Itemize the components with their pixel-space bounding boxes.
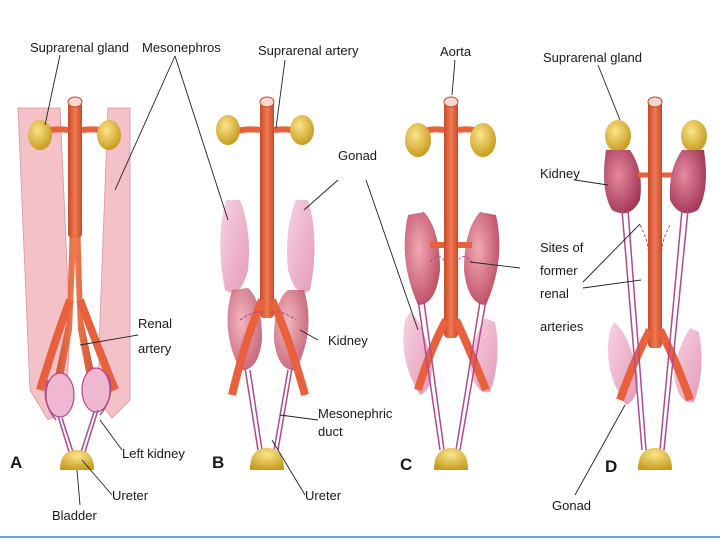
kidney-left xyxy=(604,150,641,213)
suprarenal-gland-right xyxy=(681,120,707,152)
label-d-sites-1: Sites of xyxy=(540,240,584,255)
label-a-mesonephros: Mesonephros xyxy=(142,40,221,55)
label-b-suprarenal-artery: Suprarenal artery xyxy=(258,43,359,58)
label-d-suprarenal-gland: Suprarenal gland xyxy=(543,50,642,65)
suprarenal-gland-left xyxy=(605,120,631,152)
bladder xyxy=(638,448,672,470)
label-d-sites-4: arteries xyxy=(540,319,584,334)
aorta-cap xyxy=(444,97,458,107)
label-d-sites-2: former xyxy=(540,263,578,278)
aorta-trunk xyxy=(648,98,662,348)
suprarenal-gland-left xyxy=(28,120,52,150)
bladder xyxy=(434,448,468,470)
aorta-trunk xyxy=(68,98,82,238)
label-b-mesonephric: Mesonephric xyxy=(318,406,393,421)
label-a-renal: Renal xyxy=(138,316,172,331)
label-a-artery: artery xyxy=(138,341,172,356)
panel-a xyxy=(18,97,130,470)
label-b-kidney: Kidney xyxy=(328,333,368,348)
label-a-suprarenal-gland: Suprarenal gland xyxy=(30,40,129,55)
panel-c xyxy=(403,97,499,470)
label-b-duct: duct xyxy=(318,424,343,439)
panel-letter-b: B xyxy=(212,453,224,472)
kidney-left xyxy=(405,212,440,305)
label-a-bladder: Bladder xyxy=(52,508,97,523)
label-c-aorta: Aorta xyxy=(440,44,472,59)
panel-d xyxy=(604,97,707,470)
label-a-left-kidney: Left kidney xyxy=(122,446,185,461)
panel-letter-c: C xyxy=(400,455,412,474)
suprarenal-gland-left xyxy=(405,123,431,157)
suprarenal-gland-right xyxy=(290,115,314,145)
label-b-gonad: Gonad xyxy=(338,148,377,163)
panel-letter-a: A xyxy=(10,453,22,472)
panel-b xyxy=(216,97,315,470)
aorta-trunk xyxy=(260,98,274,318)
bladder xyxy=(60,450,94,470)
label-d-kidney: Kidney xyxy=(540,166,580,181)
aorta-trunk xyxy=(444,98,458,338)
aorta-cap xyxy=(68,97,82,107)
kidney-right xyxy=(670,150,706,213)
label-b-ureter: Ureter xyxy=(305,488,342,503)
suprarenal-gland-right xyxy=(470,123,496,157)
label-d-gonad: Gonad xyxy=(552,498,591,513)
suprarenal-gland-left xyxy=(216,115,240,145)
gonad-left xyxy=(220,200,249,293)
leader-lines xyxy=(45,55,641,505)
panel-letter-d: D xyxy=(605,457,617,476)
suprarenal-gland-right xyxy=(97,120,121,150)
label-d-sites-3: renal xyxy=(540,286,569,301)
label-a-ureter: Ureter xyxy=(112,488,149,503)
kidney-right xyxy=(464,212,499,305)
gonad-right xyxy=(287,200,315,293)
